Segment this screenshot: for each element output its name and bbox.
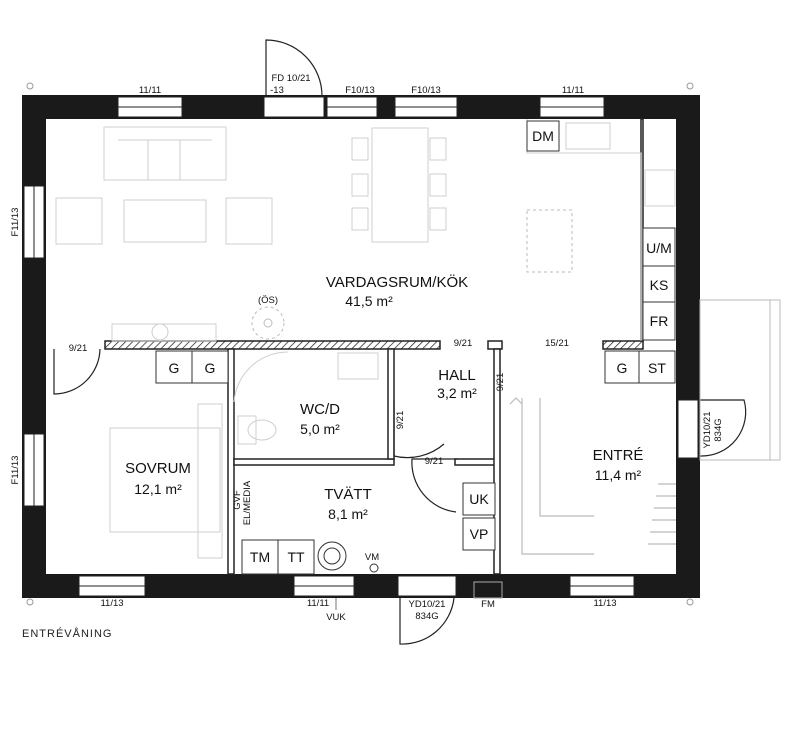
appliance-uk: UK: [469, 491, 489, 507]
interior-walls: [104, 118, 644, 575]
appliance-dm: DM: [532, 128, 554, 144]
window-label-left2: F11/13: [10, 456, 21, 485]
appliance-g2: G: [205, 360, 216, 376]
room-area-entry: 11,4 m²: [595, 467, 642, 483]
windows-bottom: [78, 575, 635, 645]
windows-left: [23, 185, 45, 507]
room-name-wc: WC/D: [300, 401, 340, 418]
room-name-laundry: TVÄTT: [324, 486, 372, 503]
door-label-right-a: YD10/21: [702, 412, 713, 449]
window-label-top1: 11/11: [139, 85, 161, 96]
corner-markers: [26, 82, 694, 606]
room-name-bedroom: SOVRUM: [125, 460, 191, 477]
window-label-left1: F11/13: [10, 208, 21, 237]
appliance-tm: TM: [250, 549, 270, 565]
door-label-hall: 9/21: [454, 338, 473, 349]
door-label-bedroom: 9/21: [69, 343, 88, 354]
door-label-hall-side: 9/21: [495, 373, 506, 392]
appliance-tt: TT: [287, 549, 305, 565]
door-label-wc: 9/21: [395, 411, 406, 430]
room-name-living: VARDAGSRUM/KÖK: [326, 273, 468, 291]
fm-box: [473, 581, 503, 599]
room-area-bedroom: 12,1 m²: [134, 481, 182, 497]
window-label-bottom1: 11/13: [100, 598, 123, 609]
door-label-entry: 15/21: [545, 338, 569, 349]
window-label-top3: F10/13: [411, 85, 441, 96]
appliance-g1: G: [169, 360, 180, 376]
label-el-media: EL/MEDIA: [242, 480, 253, 525]
room-area-hall: 3,2 m²: [437, 385, 477, 401]
room-name-hall: HALL: [438, 367, 476, 384]
appliance-fr: FR: [650, 313, 669, 329]
label-vuk: VUK: [326, 612, 346, 623]
appliance-ks: KS: [650, 277, 669, 293]
door-label-laundry: 9/21: [425, 456, 444, 467]
staircase: [509, 397, 676, 555]
door-label-top-a: FD 10/21: [271, 73, 310, 84]
bedroom-bed: [109, 403, 223, 559]
wc-fixtures: [233, 351, 379, 445]
door-label-bottom-a: YD10/21: [409, 599, 446, 610]
appliance-vp: VP: [470, 526, 489, 542]
door-label-right-b: 834G: [713, 418, 724, 441]
room-area-laundry: 8,1 m²: [328, 506, 368, 522]
appliance-boxes: [155, 120, 676, 575]
room-area-living: 41,5 m²: [345, 293, 393, 309]
plan-caption: ENTRÉVÅNING: [22, 628, 113, 640]
door-swings: [53, 348, 458, 513]
window-label-top4: 11/11: [562, 85, 584, 96]
door-label-bottom-b: 834G: [415, 611, 438, 622]
label-vm: VM: [365, 552, 379, 563]
window-label-bottom2: 11/11: [307, 598, 329, 609]
right-door: [677, 299, 781, 461]
appliance-um: U/M: [646, 240, 672, 256]
window-label-bottom3: 11/13: [593, 598, 616, 609]
appliance-g3: G: [617, 360, 628, 376]
room-name-entry: ENTRÉ: [593, 447, 644, 464]
windows-top: [117, 39, 605, 118]
room-area-wc: 5,0 m²: [300, 421, 340, 437]
door-label-top-b: -13: [270, 85, 284, 96]
window-label-top2: F10/13: [345, 85, 375, 96]
label-fm: FM: [481, 599, 495, 610]
label-gvf: GVF: [232, 490, 243, 510]
appliance-st: ST: [648, 360, 666, 376]
label-os: (ÖS): [258, 295, 278, 306]
living-furniture: [55, 126, 573, 342]
